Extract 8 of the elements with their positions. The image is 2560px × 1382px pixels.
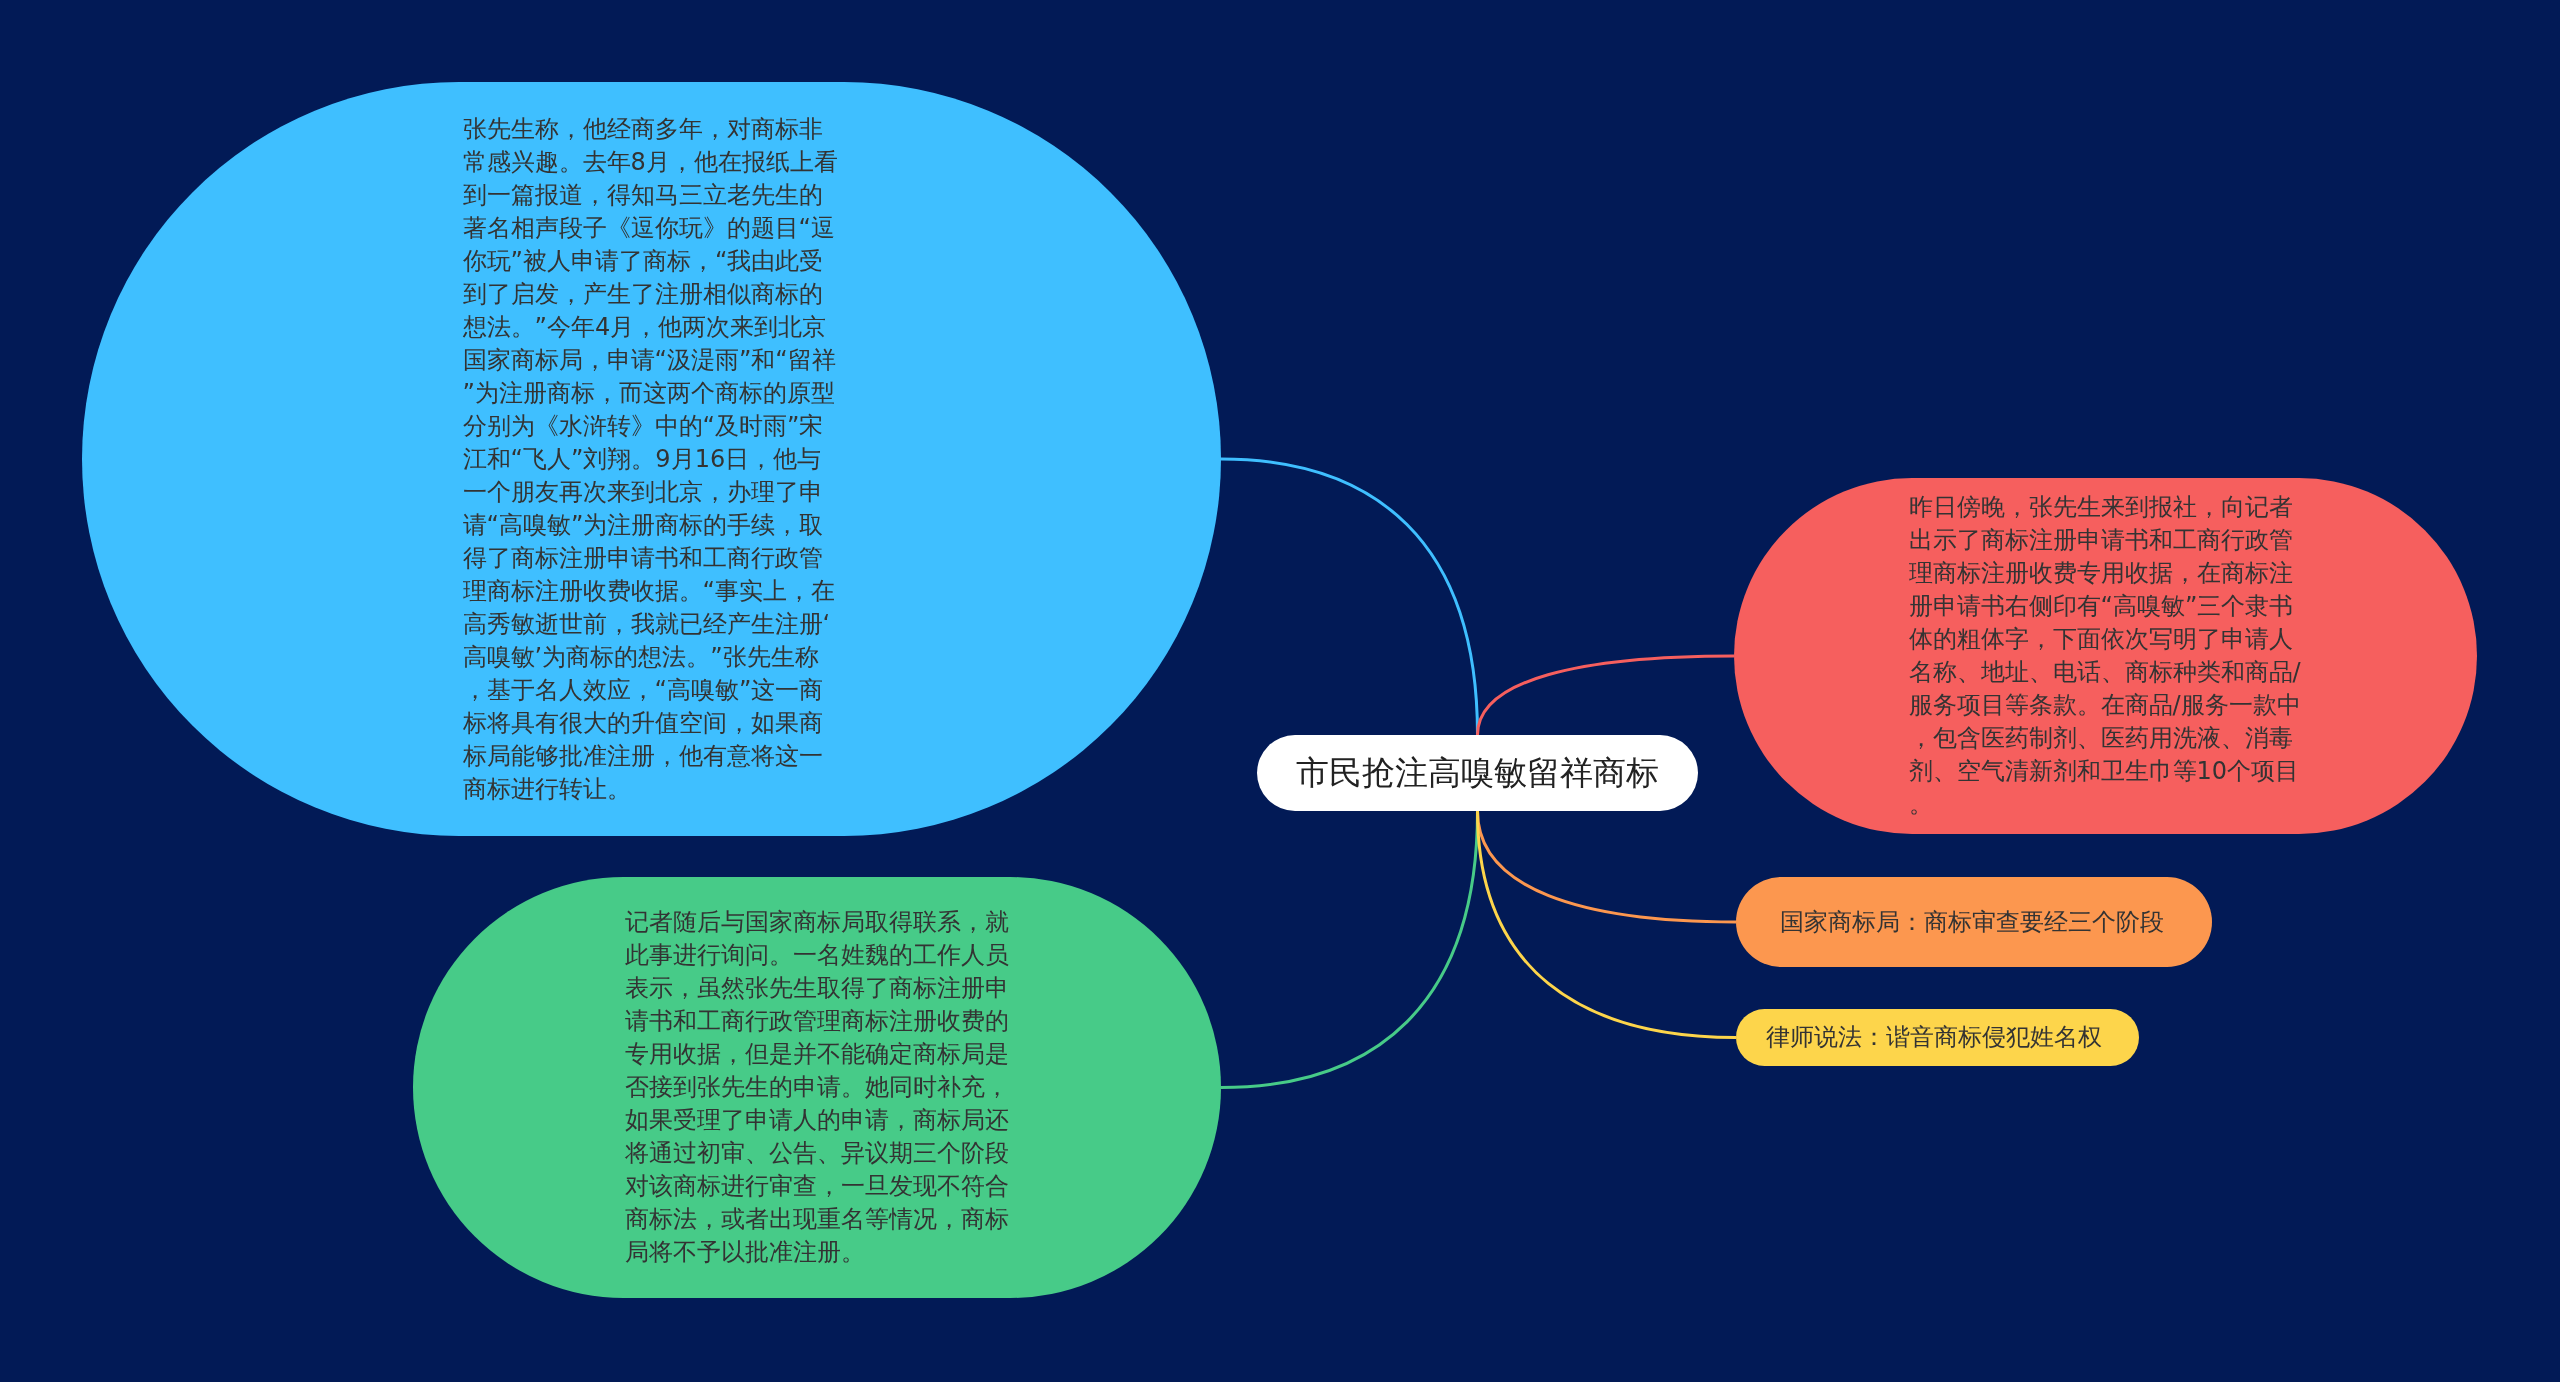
topic-pill	[1736, 1009, 2139, 1066]
topic-title: 市民抢注高嗅敏留祥商标	[1296, 753, 1659, 793]
topic-text: 记者随后与国家商标局取得联系，就此事进行询问。一名姓魏的工作人员表示，虽然张先生取得了商标注册申请书和工商行政管理商标注册收费的专用收据，但是并不能确定商标局是否接到张先生的申请。她同时补充，如果受理了申请人的申请，商标局还将通过初审、公告、异议期三个阶段对该商标进行审查，一旦发现不符合商标法，或者出现重名等情况，商标局将不予以批准注册。	[625, 907, 1009, 1268]
topic-text: 昨日傍晚，张先生来到报社，向记者出示了商标注册申请书和工商行政管理商标注册收费专用收据，在商标注册申请书右侧印有“高嗅敏”三个隶书体的粗体字，下面依次写明了申请人名称、地址、电话、商标种类和商品/服务项目等条款。在商品/服务一款中，包含医药制剂、医药用洗液、消毒剂、空气清新剂和卫生巾等10个项目。	[1908, 492, 2302, 820]
topic-text: 律师说法：谐音商标侵犯姓名权	[1766, 1022, 2102, 1053]
connector-line	[1476, 654, 1734, 736]
topic-text: 张先生称，他经商多年，对商标非常感兴趣。去年8月，他在报纸上看到一篇报道，得知马三立老先生的著名相声段子《逗你玩》的题目“逗你玩”被人申请了商标，“我由此受到了启发，产生了注册相似商标的想法。”今年4月，他两次来到北京国家商标局，申请“汲湜雨”和“留祥”为注册商标，而这两个商标的原型分别为《水浒转》中的“及时雨”宋江和“飞人”刘翔。9月16日，他与一个朋友再次来到北京，办理了申请“高嗅敏”为注册商标的手续，取得了商标注册申请书和工商行政管理商标注册收费收据。“事实上，在高秀敏逝世前，我就已经产生注册‘高嗅敏’为商标的想法。”张先生称，基于名人效应，“高嗅敏”这一商标将具有很大的升值空间，如果商标局能够批准注册，他有意将这一商标进行转让。	[462, 113, 839, 805]
topic-text: 国家商标局：商标审查要经三个阶段	[1780, 906, 2165, 938]
